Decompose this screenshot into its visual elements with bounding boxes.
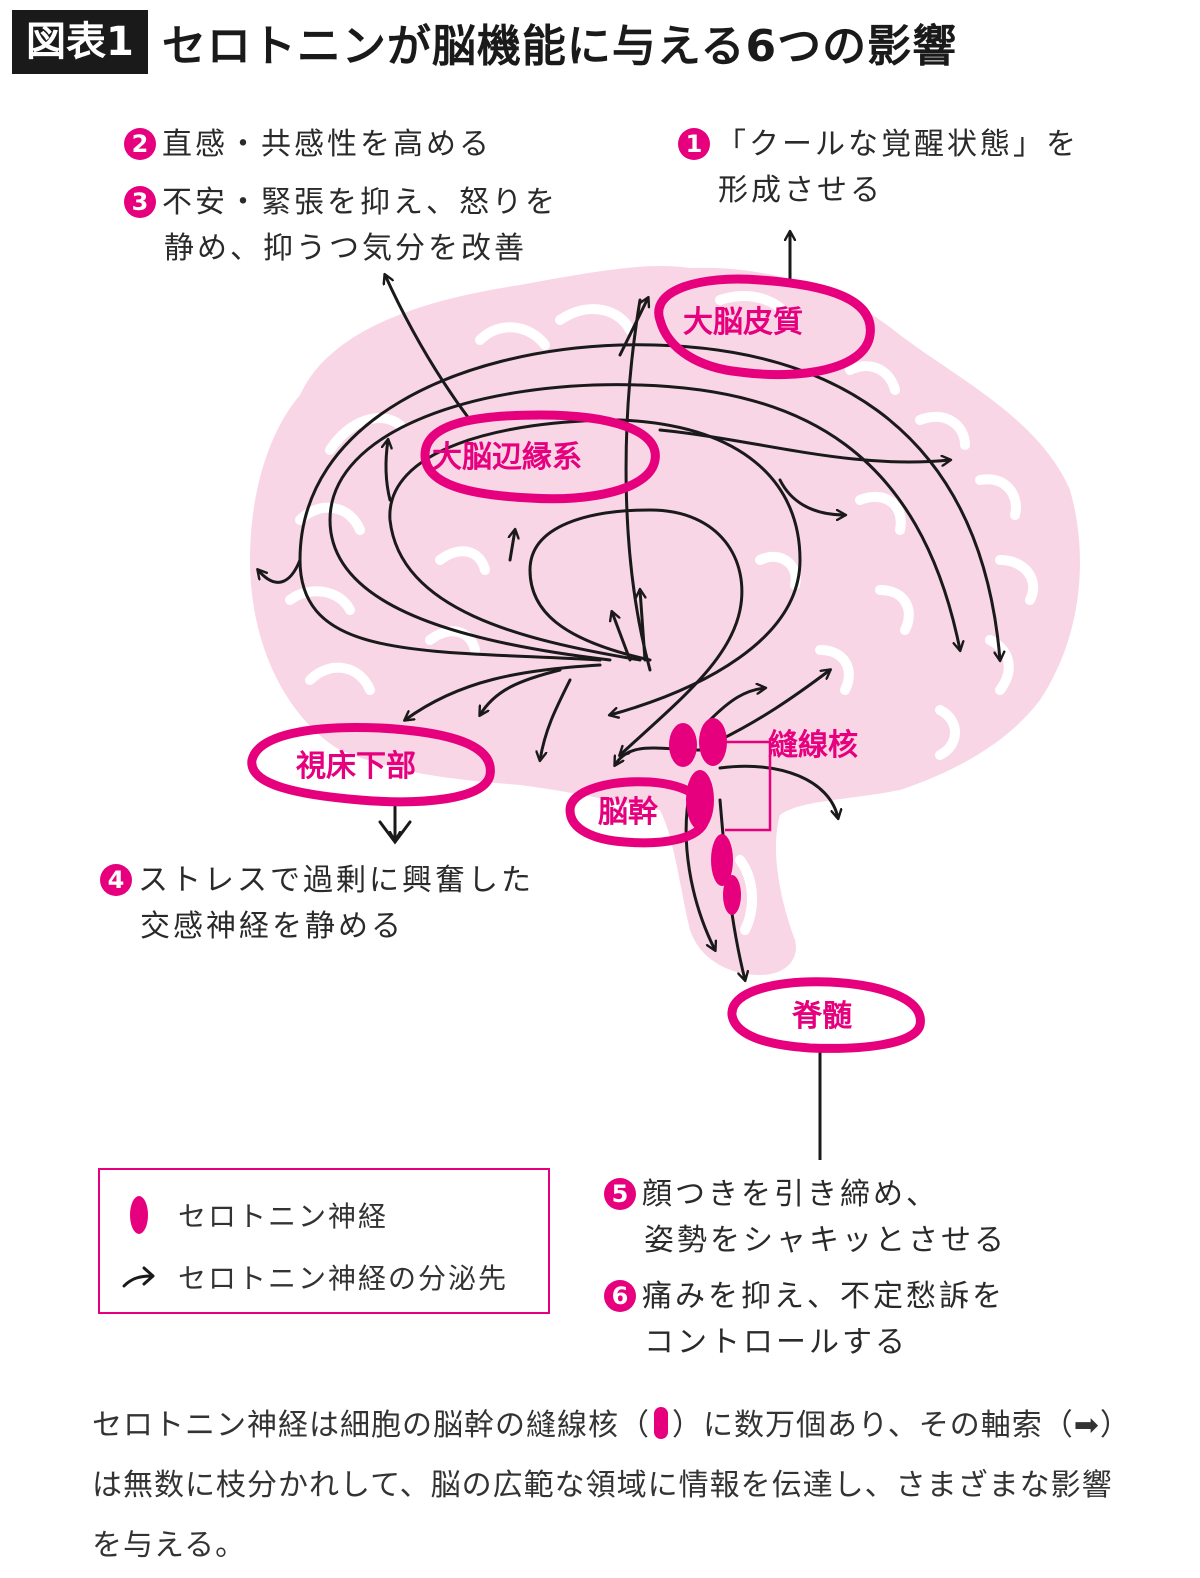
- raphe-bracket: [725, 740, 772, 832]
- effect-6-number: 6: [604, 1280, 636, 1312]
- arrow-icon: [122, 1266, 155, 1288]
- brain-diagram: 大脳皮質 大脳辺縁系 視床下部 縫線核 脳幹 脊髄: [247, 0, 1080, 1160]
- label-spinal-cord: 脊髄: [791, 999, 852, 1034]
- effect-3-number: 3: [124, 186, 156, 218]
- label-cerebral-cortex: 大脳皮質: [683, 305, 803, 340]
- legend-row-projection: セロトニン神経の分泌先: [122, 1256, 508, 1298]
- effect-4-number: 4: [100, 864, 132, 896]
- serotonin-neuron-icon: [130, 1196, 148, 1234]
- legend-row-neuron: セロトニン神経: [122, 1194, 388, 1236]
- caption: セロトニン神経は細胞の脳幹の縫線核（）に数万個あり、その軸索（➡）は無数に枝分か…: [92, 1396, 1122, 1576]
- legend: セロトニン神経 セロトニン神経の分泌先: [98, 1168, 550, 1314]
- effect-1: 1「クールな覚醒状態」を 形成させる: [678, 122, 1079, 214]
- serotonin-neuron-inline-icon: [654, 1407, 668, 1439]
- effect-5-number: 5: [604, 1178, 636, 1210]
- effect-6-line1: 痛みを抑え、不定愁訴を: [642, 1279, 1005, 1314]
- page-title: セロトニンが脳機能に与える6つの影響: [161, 21, 958, 72]
- effect-4-line1: ストレスで過剰に興奮した: [138, 863, 534, 898]
- effect-1-number: 1: [678, 128, 710, 160]
- legend-neuron-label: セロトニン神経: [178, 1200, 389, 1233]
- effect-1-line1: 「クールな覚醒状態」を: [716, 127, 1079, 162]
- caption-part1: セロトニン神経は細胞の脳幹の縫線核（: [92, 1408, 650, 1443]
- effect-3-line2: 静め、抑うつ気分を改善: [164, 231, 527, 266]
- label-hypothalamus: 視床下部: [296, 749, 416, 784]
- label-limbic-system: 大脳辺縁系: [432, 440, 582, 475]
- effect-5-line1: 顔つきを引き締め、: [642, 1177, 939, 1212]
- effect-6-line2: コントロールする: [644, 1325, 908, 1360]
- header: 図表1 セロトニンが脳機能に与える6つの影響: [12, 8, 957, 76]
- effect-2-line1: 直感・共感性を高める: [162, 127, 492, 162]
- label-brainstem: 脳幹: [598, 795, 659, 830]
- legend-projection-label: セロトニン神経の分泌先: [178, 1262, 509, 1295]
- effect-4-line2: 交感神経を静める: [140, 909, 404, 944]
- effect-5-line2: 姿勢をシャキッとさせる: [644, 1223, 1007, 1258]
- region-outlines: [247, 274, 925, 1053]
- effect-3-line1: 不安・緊張を抑え、怒りを: [162, 185, 558, 220]
- caption-part2: ）に数万個あり、その軸索（➡）は無数に枝分かれして、脳の広範な領域に情報を伝達し…: [92, 1408, 1116, 1563]
- figure-label: 図表1: [12, 10, 148, 74]
- label-raphe-nucleus: 縫線核: [768, 728, 858, 763]
- effect-2-number: 2: [124, 128, 156, 160]
- effect-1-line2: 形成させる: [718, 173, 883, 208]
